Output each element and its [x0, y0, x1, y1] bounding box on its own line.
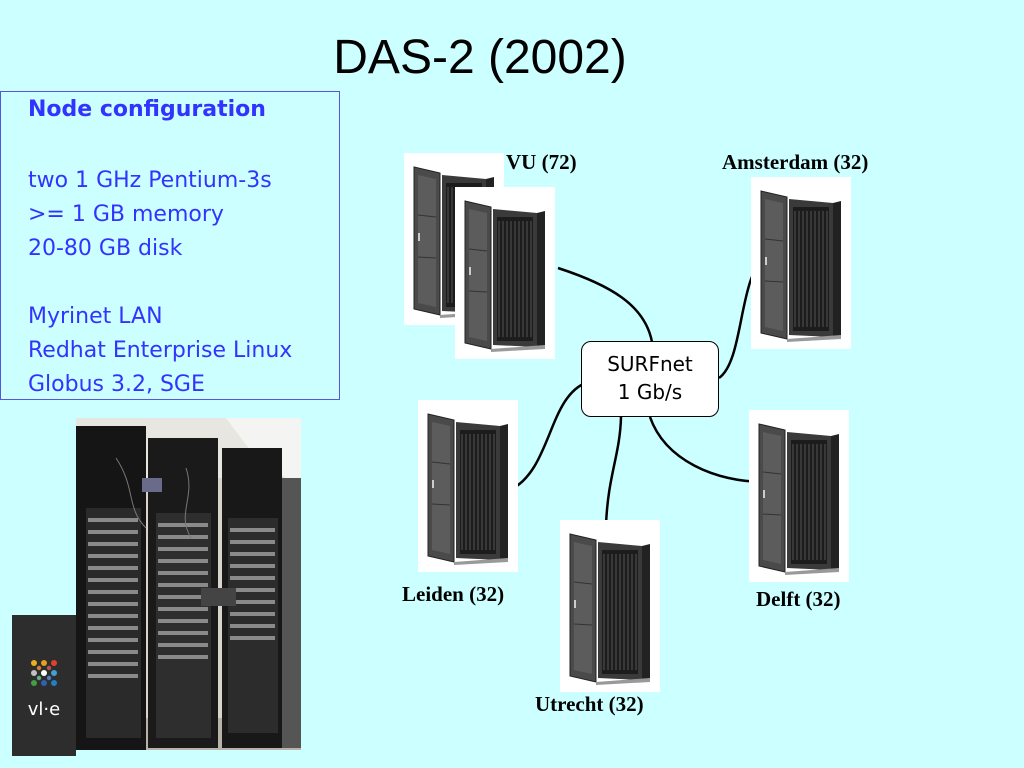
config-line-grid: Globus 3.2, SGE: [28, 372, 205, 397]
rack-leiden: [418, 400, 518, 572]
vle-logo: vl·e: [12, 615, 76, 756]
config-line-cpu: two 1 GHz Pentium-3s: [28, 168, 272, 193]
config-heading: Node configuration: [28, 97, 266, 122]
rack-delft: [749, 410, 849, 582]
config-line-network: Myrinet LAN: [28, 304, 163, 329]
node-configuration-box: Node configuration two 1 GHz Pentium-3s …: [0, 91, 340, 400]
rack-amsterdam: [751, 177, 851, 349]
wire-leiden: [509, 380, 589, 492]
site-label-vu: VU (72): [506, 150, 577, 174]
config-line-memory: >= 1 GB memory: [28, 202, 224, 227]
wire-utrecht: [604, 416, 623, 526]
hub-name: SURFnet: [607, 352, 693, 376]
hub-bandwidth: 1 Gb/s: [617, 380, 683, 404]
vle-logo-text: vl·e: [28, 699, 60, 720]
config-line-disk: 20-80 GB disk: [28, 236, 183, 261]
config-line-os: Redhat Enterprise Linux: [28, 338, 293, 363]
site-label-leiden: Leiden (32): [402, 582, 505, 606]
site-label-delft: Delft (32): [756, 587, 841, 611]
slide-title: DAS-2 (2002): [333, 31, 627, 84]
surfnet-hub: SURFnet 1 Gb/s: [581, 341, 719, 417]
site-label-utrecht: Utrecht (32): [535, 692, 644, 716]
wire-delft: [648, 416, 766, 484]
site-label-amsterdam: Amsterdam (32): [722, 150, 869, 174]
vle-logo-mark: vl·e: [28, 660, 60, 720]
cluster-photo: [76, 418, 301, 750]
rack-vu-front: [455, 187, 555, 359]
rack-utrecht: [560, 520, 660, 692]
wire-vu: [557, 266, 654, 343]
